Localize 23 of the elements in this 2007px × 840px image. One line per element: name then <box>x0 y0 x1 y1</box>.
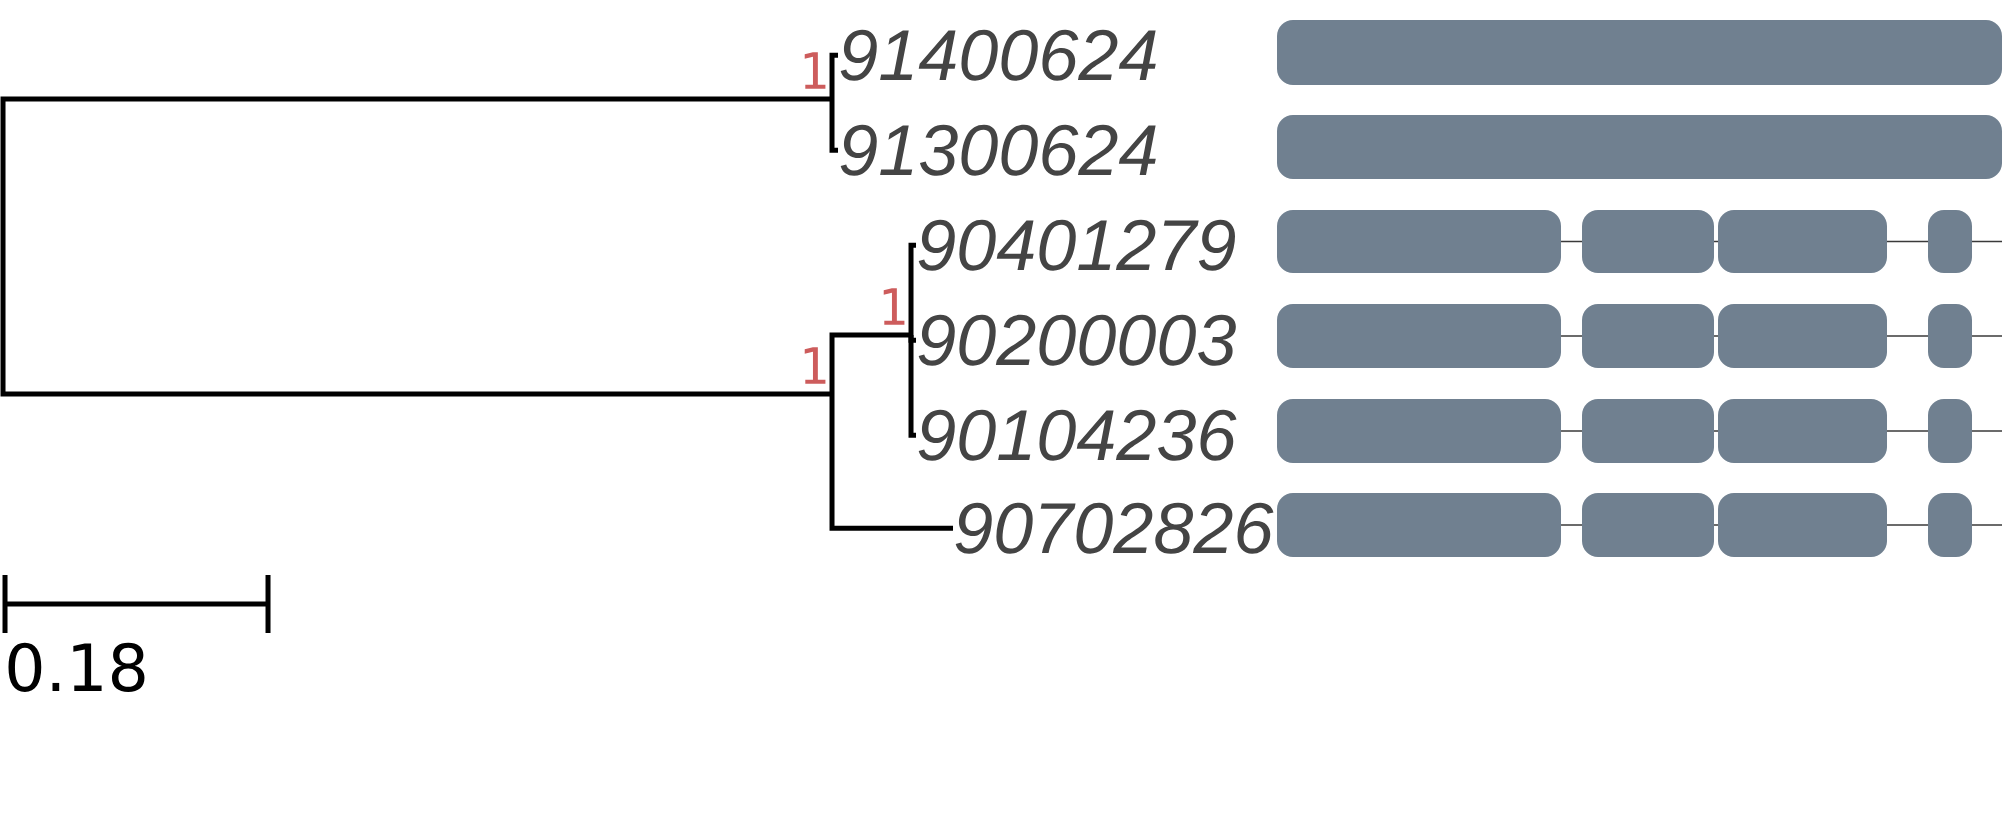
leaf-label: 90200003 <box>918 314 1236 366</box>
branch-line <box>829 52 838 99</box>
gene-structure <box>1277 399 2003 463</box>
gene-structure <box>1277 493 2003 557</box>
support-value: 1 <box>804 52 826 89</box>
gene-structure <box>1277 210 2003 273</box>
branch-line <box>908 335 916 438</box>
support-value: 1 <box>804 347 826 384</box>
branch-line <box>908 242 916 335</box>
gene-structure <box>1277 20 2002 85</box>
branch-line <box>829 332 911 394</box>
branch-line <box>0 96 832 397</box>
leaf-label: 91300624 <box>840 124 1156 176</box>
gene-structure <box>1277 304 2003 368</box>
leaf-label: 90702826 <box>955 502 1274 554</box>
leaf-label: 90104236 <box>918 409 1237 461</box>
leaf-label: 90401279 <box>918 219 1235 271</box>
leaf-label: 91400624 <box>840 29 1156 81</box>
branch-line <box>829 394 953 531</box>
branch-line <box>829 99 838 153</box>
support-value: 1 <box>883 288 905 325</box>
gene-structure <box>1277 115 2002 179</box>
scale-value: 0.18 <box>8 642 145 692</box>
